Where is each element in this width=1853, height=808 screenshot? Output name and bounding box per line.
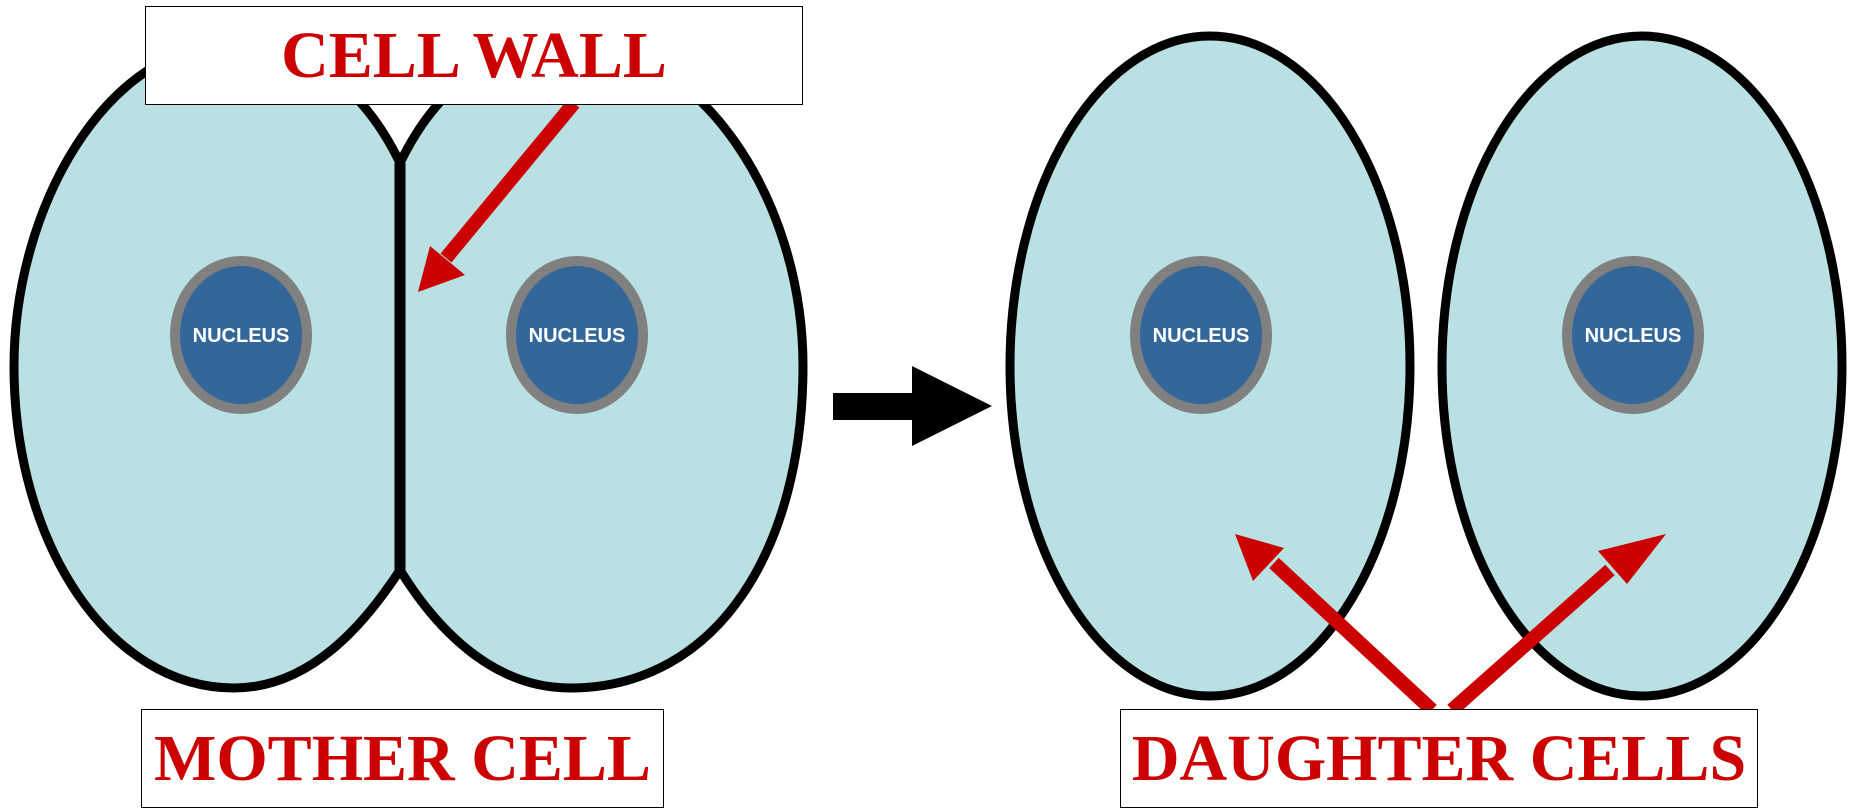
mother-cell: [9, 38, 808, 693]
daughter-nucleus-left: NUCLEUS: [1130, 256, 1272, 414]
nucleus-label: NUCLEUS: [1153, 325, 1250, 347]
nucleus-label: NUCLEUS: [193, 325, 290, 347]
daughter-pointer-arrow-left: [1235, 534, 1437, 716]
mother-cell-label: MOTHER CELL: [141, 709, 664, 808]
daughter-nucleus-right: NUCLEUS: [1562, 256, 1704, 414]
cell-wall-pointer-arrow: [418, 98, 580, 292]
mother-nucleus-right: NUCLEUS: [506, 256, 648, 414]
mother-nucleus-left: NUCLEUS: [170, 256, 312, 414]
cell-wall-label: CELL WALL: [145, 6, 803, 105]
daughter-pointer-arrow-right: [1447, 534, 1666, 716]
nucleus-label: NUCLEUS: [1585, 325, 1682, 347]
process-arrow: [833, 366, 992, 446]
daughter-cells-label: DAUGHTER CELLS: [1120, 709, 1758, 808]
nucleus-label: NUCLEUS: [529, 325, 626, 347]
